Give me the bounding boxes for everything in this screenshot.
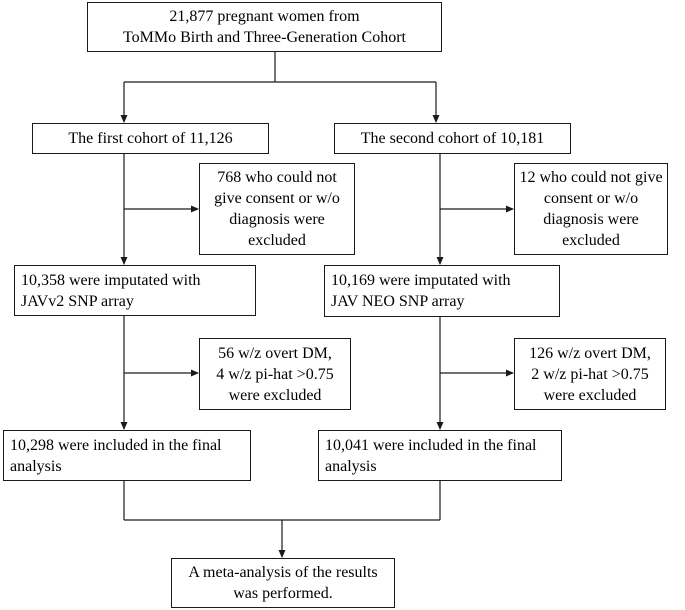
cohort1-title: The first cohort of 11,126 [68,130,233,147]
cohort2-exclusion1-line-3: diagnosis were [543,211,639,228]
cohort2-exclusion-consent-box: 12 who could not give consent or w/o dia… [514,163,668,255]
cohort2-exclusion1-line-1: 12 who could not give [519,169,663,186]
cohort2-exclusion1-line-4: excluded [562,232,620,249]
cohort1-exclusion1-line-1: 768 who could not [217,169,337,186]
cohort1-box: The first cohort of 11,126 [32,123,269,154]
cohort1-final-line-2: analysis [10,457,62,475]
cohort2-title: The second cohort of 10,181 [360,130,545,147]
cohort1-exclusion1-line-3: diagnosis were [229,211,325,228]
cohort2-final-line-2: analysis [325,457,377,475]
meta-line-2: was performed. [233,585,333,602]
cohort2-exclusion2-line-1: 126 w/z overt DM, [529,344,651,362]
cohort1-exclusion2-line-3: were excluded [228,386,322,404]
cohort1-final-line-1: 10,298 were included in the final [10,436,222,454]
cohort1-imputed-line-1: 10,358 were imputated with [21,271,201,289]
cohort1-imputed-box: 10,358 were imputated with JAVv2 SNP arr… [14,265,256,316]
cohort2-exclusion2-line-3: were excluded [543,386,637,404]
cohort1-imputed-line-2: JAVv2 SNP array [21,292,134,310]
cohort2-imputed-box: 10,169 were imputated with JAV NEO SNP a… [324,265,560,317]
cohort1-exclusion2-line-1: 56 w/z overt DM, [218,344,332,362]
cohort1-exclusion-consent-box: 768 who could not give consent or w/o di… [199,163,355,255]
cohort2-imputed-line-1: 10,169 were imputated with [331,272,511,289]
cohort1-exclusion-dm-box: 56 w/z overt DM, 4 w/z pi-hat >0.75 were… [199,338,351,410]
meta-line-1: A meta-analysis of the results [188,564,378,581]
cohort2-exclusion-dm-box: 126 w/z overt DM, 2 w/z pi-hat >0.75 wer… [514,338,666,410]
cohort2-imputed-line-2: JAV NEO SNP array [331,293,465,310]
source-population-box: 21,877 pregnant women from ToMMo Birth a… [87,2,442,52]
cohort2-exclusion1-line-2: consent or w/o [543,190,639,207]
cohort1-exclusion1-line-4: excluded [248,232,306,249]
cohort1-exclusion2-line-2: 4 w/z pi-hat >0.75 [216,365,334,383]
cohort2-final-line-1: 10,041 were included in the final [325,436,537,454]
cohort2-exclusion2-line-2: 2 w/z pi-hat >0.75 [531,365,649,383]
cohort2-box: The second cohort of 10,181 [334,123,571,154]
source-line-1: 21,877 pregnant women from [169,8,360,25]
meta-analysis-box: A meta-analysis of the results was perfo… [171,558,395,608]
cohort2-final-analysis-box: 10,041 were included in the final analys… [318,430,562,481]
cohort1-final-analysis-box: 10,298 were included in the final analys… [3,430,251,481]
cohort1-exclusion1-line-2: give consent or w/o [214,190,340,207]
source-line-2: ToMMo Birth and Three-Generation Cohort [123,29,406,46]
